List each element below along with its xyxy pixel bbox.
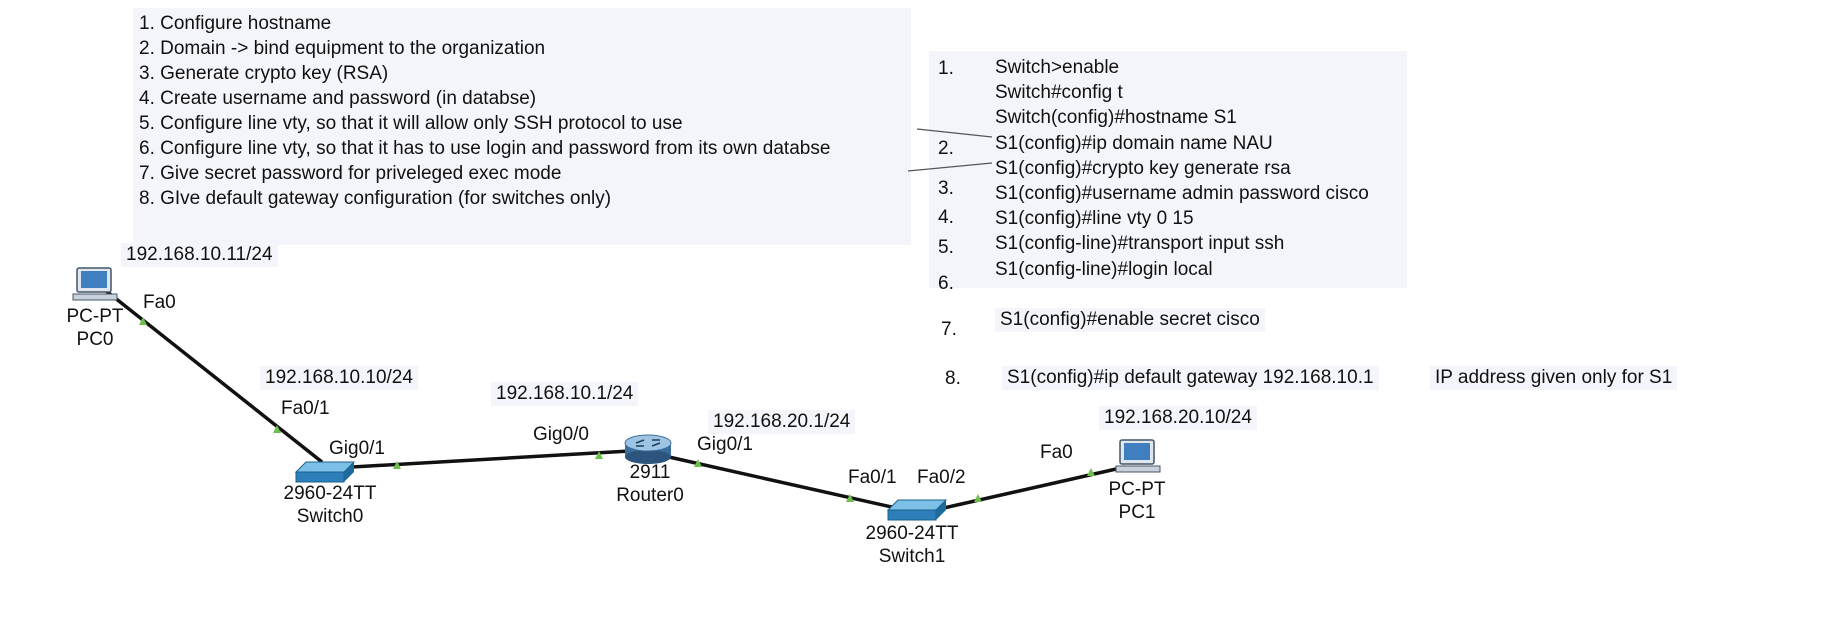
connector-line bbox=[907, 162, 993, 172]
pc0-icon[interactable] bbox=[72, 267, 118, 301]
cmd-num-4: 4. bbox=[938, 207, 954, 228]
link-switch0-router0 bbox=[334, 449, 631, 470]
step-5: 5. Configure line vty, so that it will a… bbox=[139, 113, 683, 134]
switch1-name: Switch1 bbox=[878, 546, 946, 567]
pc1-port-label: Fa0 bbox=[1040, 442, 1073, 463]
cmd-num-7: 7. bbox=[941, 319, 957, 340]
cmd-num-6: 6. bbox=[938, 273, 954, 294]
switch0-port-fa01-label: Fa0/1 bbox=[281, 398, 330, 419]
port-marker bbox=[694, 459, 702, 467]
port-marker bbox=[974, 494, 982, 502]
cmd-line-4: S1(config)#ip domain name NAU bbox=[995, 133, 1273, 154]
port-marker bbox=[595, 451, 603, 459]
switch0-ip-label: 192.168.10.10/24 bbox=[260, 366, 418, 390]
port-marker bbox=[393, 461, 401, 469]
cmd-enable-secret: S1(config)#enable secret cisco bbox=[995, 308, 1265, 332]
step-7: 7. Give secret password for priveleged e… bbox=[139, 163, 562, 184]
pc1-type: PC-PT bbox=[1108, 479, 1166, 500]
cmd-line-8: S1(config-line)#transport input ssh bbox=[995, 233, 1285, 254]
pc1-icon[interactable] bbox=[1115, 439, 1161, 473]
cmd-default-gateway: S1(config)#ip default gateway 192.168.10… bbox=[1002, 366, 1379, 390]
step-3: 3. Generate crypto key (RSA) bbox=[139, 63, 389, 84]
pc0-ip-label: 192.168.10.11/24 bbox=[121, 243, 278, 267]
step-6: 6. Configure line vty, so that it has to… bbox=[139, 138, 831, 159]
gateway-note: IP address given only for S1 bbox=[1430, 366, 1678, 390]
pc0-port-label: Fa0 bbox=[143, 292, 176, 313]
switch1-icon[interactable] bbox=[886, 499, 948, 521]
cmd-line-7: S1(config)#line vty 0 15 bbox=[995, 208, 1194, 229]
port-marker bbox=[846, 494, 854, 502]
link-router0-switch1 bbox=[659, 453, 906, 512]
switch0-icon[interactable] bbox=[294, 461, 356, 483]
switch1-label: 2960-24TT Switch1 bbox=[857, 522, 967, 568]
router0-icon[interactable] bbox=[624, 434, 672, 464]
link-pc0-switch0 bbox=[103, 288, 324, 464]
cmd-line-2: Switch#config t bbox=[995, 82, 1123, 103]
switch1-port-fa02-label: Fa0/2 bbox=[917, 467, 966, 488]
step-2: 2. Domain -> bind equipment to the organ… bbox=[139, 38, 546, 59]
port-marker bbox=[1087, 468, 1095, 476]
pc0-label: PC-PT PC0 bbox=[60, 305, 130, 351]
step-8: 8. GIve default gateway configuration (f… bbox=[139, 188, 612, 209]
switch0-type: 2960-24TT bbox=[283, 483, 377, 504]
switch1-port-fa01-label: Fa0/1 bbox=[848, 467, 897, 488]
commands-note bbox=[929, 51, 1407, 288]
port-marker bbox=[273, 425, 281, 433]
step-1: 1. Configure hostname bbox=[139, 13, 332, 34]
pc0-type: PC-PT bbox=[66, 306, 124, 327]
cmd-line-5: S1(config)#crypto key generate rsa bbox=[995, 158, 1291, 179]
switch0-port-gig01-label: Gig0/1 bbox=[329, 438, 385, 459]
pc1-ip-label: 192.168.20.10/24 bbox=[1099, 406, 1257, 430]
switch0-label: 2960-24TT Switch0 bbox=[275, 482, 385, 528]
pc1-name: PC1 bbox=[1118, 502, 1156, 523]
cmd-line-6: S1(config)#username admin password cisco bbox=[995, 183, 1369, 204]
cmd-line-9: S1(config-line)#login local bbox=[995, 259, 1213, 280]
switch0-name: Switch0 bbox=[296, 506, 364, 527]
cmd-num-1: 1. bbox=[938, 58, 954, 79]
step-4: 4. Create username and password (in data… bbox=[139, 88, 537, 109]
cmd-num-3: 3. bbox=[938, 178, 954, 199]
router0-type: 2911 bbox=[629, 462, 671, 483]
router0-right-ip-label: 192.168.20.1/24 bbox=[708, 410, 856, 434]
pc1-label: PC-PT PC1 bbox=[1102, 478, 1172, 524]
cmd-num-2: 2. bbox=[938, 138, 954, 159]
router0-label: 2911 Router0 bbox=[605, 461, 695, 507]
connector-line bbox=[916, 128, 993, 138]
router0-port-gig00-label: Gig0/0 bbox=[533, 424, 589, 445]
pc0-name: PC0 bbox=[76, 329, 114, 350]
router0-left-ip-label: 192.168.10.1/24 bbox=[491, 382, 639, 406]
cmd-line-3: Switch(config)#hostname S1 bbox=[995, 107, 1237, 128]
cmd-num-5: 5. bbox=[938, 237, 954, 258]
cmd-num-8: 8. bbox=[945, 368, 961, 389]
router0-name: Router0 bbox=[616, 485, 684, 506]
switch1-type: 2960-24TT bbox=[865, 523, 959, 544]
router0-port-gig01-label: Gig0/1 bbox=[697, 434, 753, 455]
steps-note: 1. Configure hostname 2. Domain -> bind … bbox=[133, 8, 911, 245]
cmd-line-1: Switch>enable bbox=[995, 57, 1120, 78]
port-marker bbox=[139, 317, 147, 325]
